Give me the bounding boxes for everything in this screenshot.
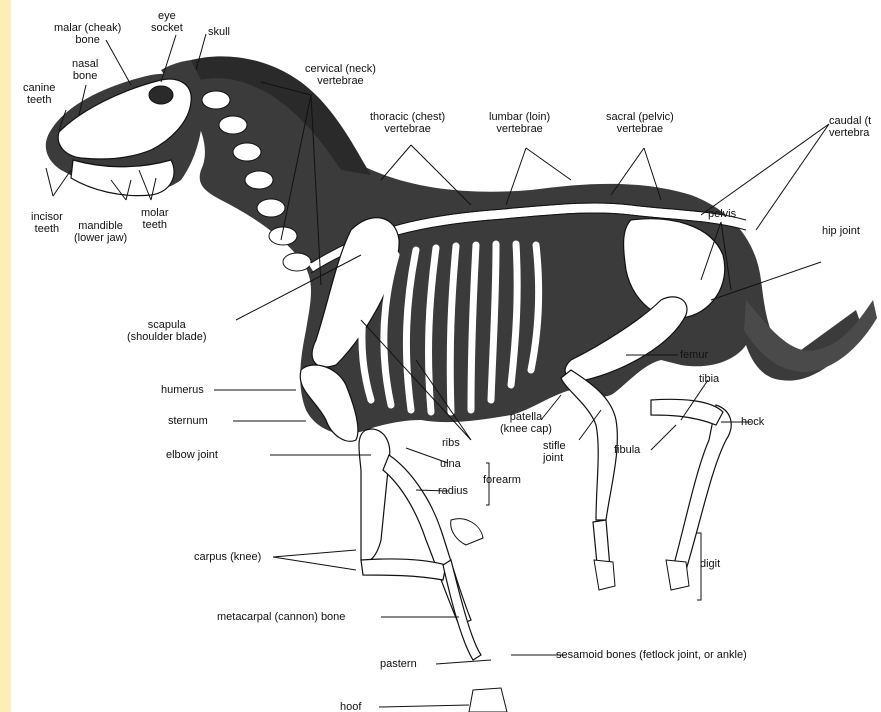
hind-hoof-right [666,560,689,590]
label-cervical-vertebrae: cervical (neck)vertebrae [305,63,376,87]
label-pastern: pastern [380,658,417,670]
label-elbow-joint: elbow joint [166,449,218,461]
label-tibia: tibia [699,373,719,385]
label-mandible: mandible(lower jaw) [74,220,127,244]
label-radius: radius [438,485,468,497]
front-leg-bones [359,429,481,660]
label-femur: femur [680,349,708,361]
label-fibula: fibula [614,444,640,456]
hind-leg-bones [561,370,731,585]
label-ulna: ulna [440,458,461,470]
front-hoof-raised [451,519,483,545]
label-scapula: scapula(shoulder blade) [127,319,207,343]
label-sesamoid-bones: sesamoid bones (fetlock joint, or ankle) [556,649,747,661]
horse-skeleton-drawing [11,0,881,712]
hind-hoof-left [594,560,615,590]
label-lumbar-vertebrae: lumbar (loin)vertebrae [489,111,550,135]
label-digit: digit [700,558,720,570]
front-hoof-ground [469,688,507,712]
label-hoof: hoof [340,701,361,712]
label-sternum: sternum [168,415,208,427]
label-hip-joint: hip joint [822,225,860,237]
label-pelvis: pelvis [708,208,736,220]
label-sacral-vertebrae: sacral (pelvic)vertebrae [606,111,674,135]
eye-socket-hole [149,86,173,104]
label-forearm: forearm [483,474,521,486]
label-patella: patella(knee cap) [500,411,552,435]
label-carpus: carpus (knee) [194,551,261,563]
label-metacarpal: metacarpal (cannon) bone [217,611,345,623]
label-humerus: humerus [161,384,204,396]
label-skull: skull [208,26,230,38]
label-malar-bone: malar (cheak)bone [54,22,121,46]
label-ribs: ribs [442,437,460,449]
label-hock: hock [741,416,764,428]
label-thoracic-vertebrae: thoracic (chest)vertebrae [370,111,445,135]
